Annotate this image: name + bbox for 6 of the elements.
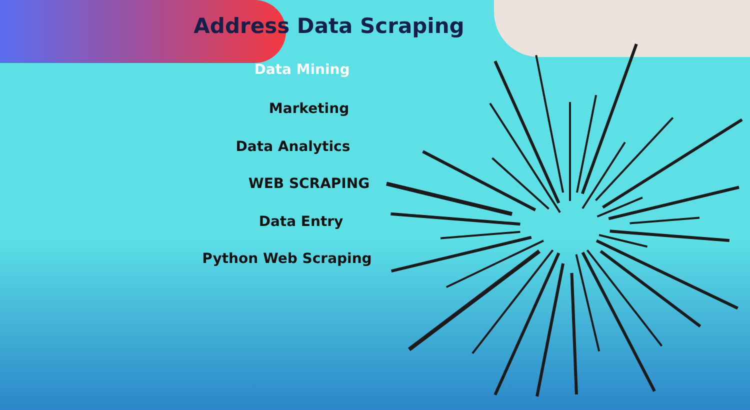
list-item-label: WEB SCRAPING [248,176,370,192]
list-item-label: Marketing [268,101,350,117]
list-item-label: Python Web Scraping [202,251,372,267]
list-item-label: Data Analytics [236,139,350,155]
list-item-label: Data Mining [254,62,350,78]
list-item-label: Data Entry [258,214,344,230]
